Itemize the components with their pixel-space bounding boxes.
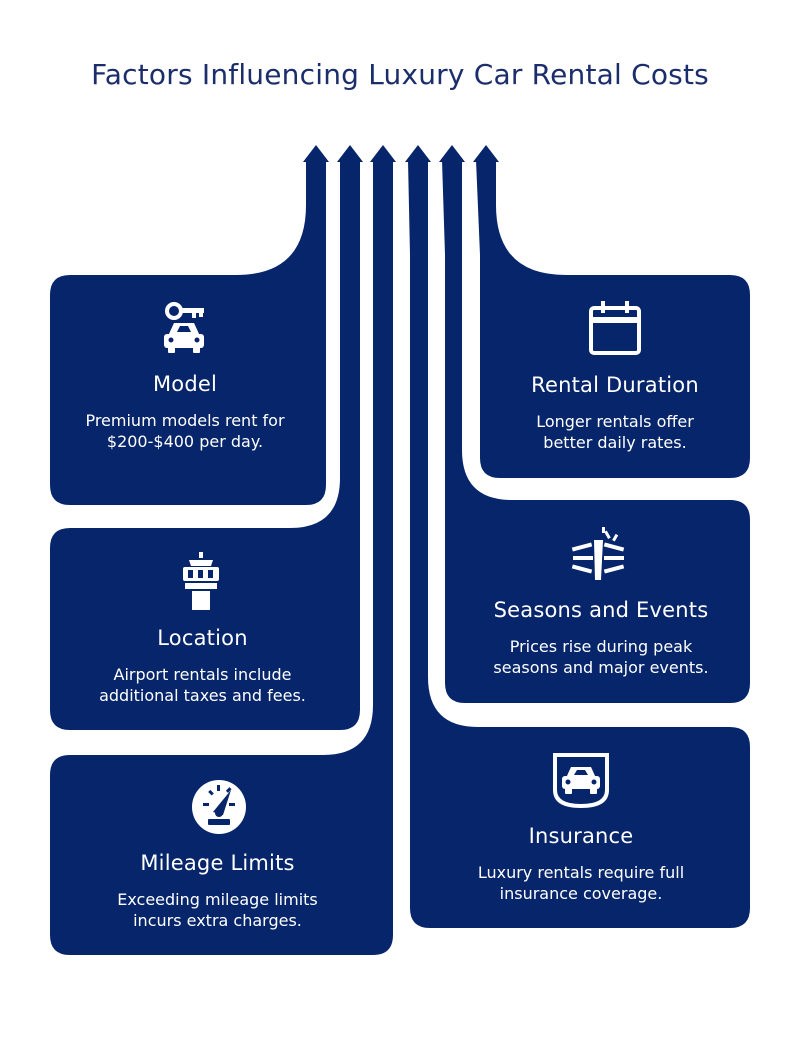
card-location-shape [50,160,360,730]
card-description: Longer rentals offer better daily rates. [536,412,694,452]
card-description: Exceeding mileage limits incurs extra ch… [117,890,318,930]
card-heading: Seasons and Events [493,598,709,622]
card-description: Airport rentals include additional taxes… [99,665,306,705]
card-heading: Mileage Limits [140,851,295,875]
calendar-icon [589,301,641,355]
card-insurance-shape [408,160,750,928]
card-mileage: Mileage Limits Exceeding mileage limits … [70,851,365,931]
card-insurance: Insurance Luxury rentals require full in… [440,824,722,904]
page-title: Factors Influencing Luxury Car Rental Co… [91,58,709,91]
car-key-icon [164,302,204,353]
arrow-head-location [337,145,363,162]
card-heading: Insurance [528,824,634,848]
card-model: Model Premium models rent for $200-$400 … [70,372,300,452]
card-heading: Location [157,626,248,650]
arrow-head-duration [473,145,499,162]
card-description: Prices rise during peak seasons and majo… [493,637,709,677]
arrow-head-mileage [370,145,396,162]
arrow-head-model [303,145,329,162]
card-location: Location Airport rentals include additio… [70,626,335,706]
control-tower-icon [183,552,219,610]
card-description: Premium models rent for $200-$400 per da… [85,411,285,451]
car-shield-icon [553,753,609,809]
card-heading: Rental Duration [531,373,699,397]
arrow-head-seasons [439,145,465,162]
confetti-icon [571,527,625,580]
card-duration: Rental Duration Longer rentals offer bet… [500,373,730,453]
card-seasons: Seasons and Events Prices rise during pe… [470,598,732,678]
card-seasons-shape [442,160,750,703]
card-mileage-shape [50,160,393,955]
card-heading: Model [152,372,218,396]
arrow-head-insurance [405,145,431,162]
speedometer-icon [192,780,246,834]
card-description: Luxury rentals require full insurance co… [477,863,685,903]
